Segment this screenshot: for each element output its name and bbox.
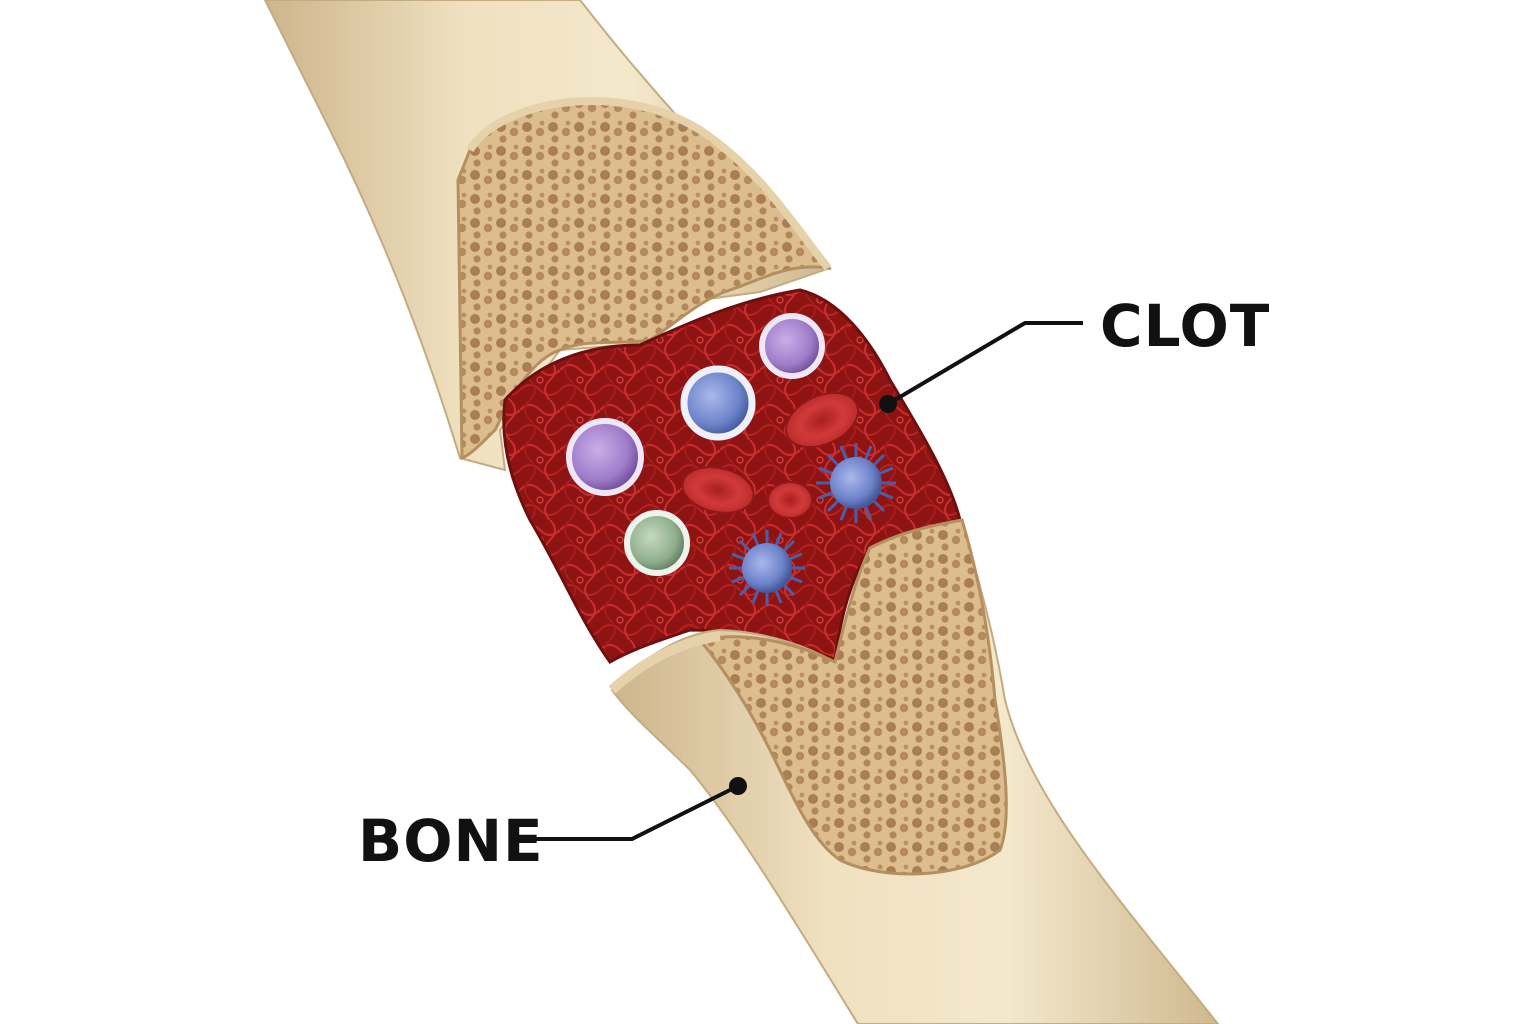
- white-blood-cell-purple: [759, 313, 825, 379]
- green-cell: [624, 510, 690, 576]
- clot-leader-line: [886, 321, 1083, 406]
- bone-label: BONE: [358, 807, 544, 875]
- clot-label: CLOT: [1100, 292, 1270, 360]
- bone-leader-dot: [729, 777, 747, 795]
- red-blood-cell: [681, 466, 755, 514]
- white-blood-cell-blue: [680, 365, 756, 441]
- red-blood-cell: [785, 391, 859, 449]
- lower-spongy-bone: [697, 518, 1008, 876]
- lower-bone-rim: [608, 631, 721, 694]
- upper-bone-rim: [466, 97, 832, 271]
- red-blood-cell: [767, 481, 813, 519]
- clot-callout: CLOT: [879, 292, 1270, 413]
- bone-callout: BONE: [358, 777, 747, 875]
- white-blood-cell-purple: [566, 418, 644, 496]
- bone-leader-line: [530, 784, 739, 841]
- spiky-blue-cell: [816, 443, 896, 523]
- spiky-blue-cell: [729, 530, 805, 606]
- clot-leader-dot: [879, 395, 897, 413]
